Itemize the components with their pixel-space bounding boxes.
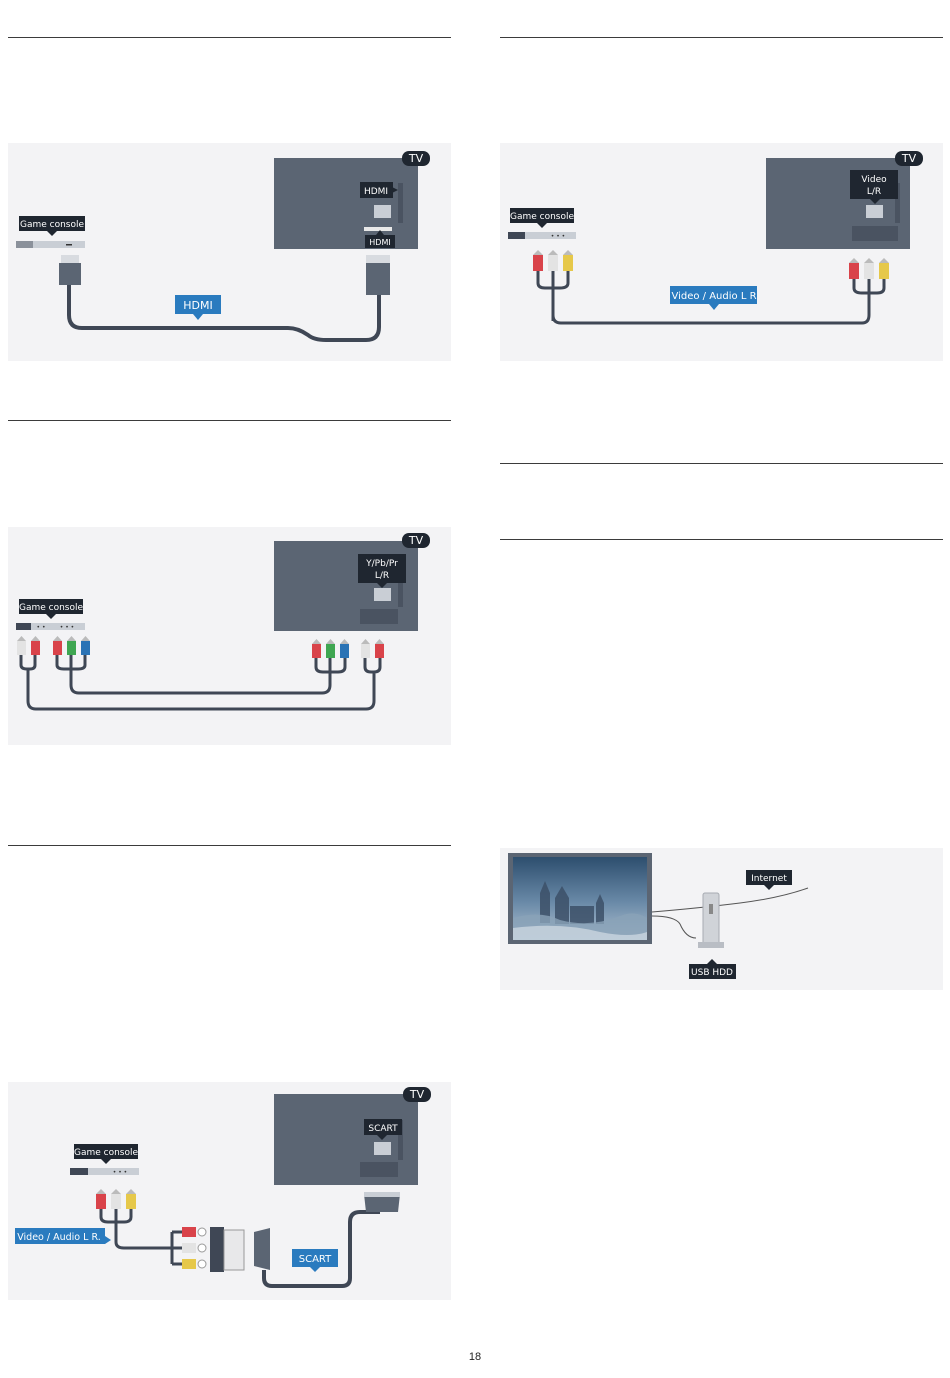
game-console-label: Game console: [19, 603, 84, 613]
game-console-label: Game console: [74, 1148, 139, 1158]
tv-badge: [895, 151, 923, 166]
tv-label: TV: [409, 1088, 425, 1101]
section-divider: [500, 539, 943, 540]
tv-label: TV: [408, 152, 424, 165]
composite-connection-diagram: TV Video L/R Game console • • • Video: [500, 143, 943, 361]
scart-port-label: SCART: [368, 1124, 398, 1134]
usb-hdd-device: [702, 892, 720, 948]
ypbpr-port-label: Y/Pb/Pr: [365, 559, 398, 569]
svg-text:• • •: • • •: [551, 233, 565, 240]
tv-label: TV: [408, 534, 424, 547]
usb-hdd-label: USB HDD: [691, 968, 733, 978]
svg-text:• • •: • • •: [60, 624, 74, 631]
page-number: 18: [468, 1351, 482, 1363]
lr-port-label: L/R: [867, 187, 881, 197]
video-port-label: Video: [861, 175, 887, 185]
hdmi-cable-label: HDMI: [183, 299, 212, 312]
scart-cable-label: SCART: [299, 1254, 332, 1265]
section-divider: [8, 37, 451, 38]
tv-badge: [402, 151, 430, 166]
hdmi-connection-diagram: TV HDMI HDMI Game console HDMI: [8, 143, 451, 361]
svg-text:• • •: • • •: [113, 1169, 127, 1176]
tv-badge: [402, 533, 430, 548]
svg-text:• •: • •: [37, 624, 46, 631]
section-divider: [8, 845, 451, 846]
section-divider: [500, 463, 943, 464]
scart-connection-diagram: TV SCART Game console • • •: [8, 1082, 451, 1300]
usb-hdd-internet-diagram: Internet USB HDD: [500, 848, 943, 990]
lr-port-label: L/R: [375, 571, 389, 581]
tv-badge: [403, 1087, 431, 1102]
component-connection-diagram: TV Y/Pb/Pr L/R Game console • • • • •: [8, 527, 451, 745]
section-divider: [500, 37, 943, 38]
internet-label: Internet: [751, 874, 787, 884]
game-console-label: Game console: [20, 220, 85, 230]
game-console-label: Game console: [510, 212, 575, 222]
video-audio-cable-label: Video / Audio L R.: [17, 1232, 100, 1243]
hdmi-port-label: HDMI: [364, 187, 388, 197]
hdmi-plug-label: HDMI: [369, 238, 390, 247]
section-divider: [8, 420, 451, 421]
video-audio-cable-label: Video / Audio L R: [671, 291, 756, 302]
tv-label: TV: [901, 152, 917, 165]
tv-shape: [274, 158, 418, 249]
